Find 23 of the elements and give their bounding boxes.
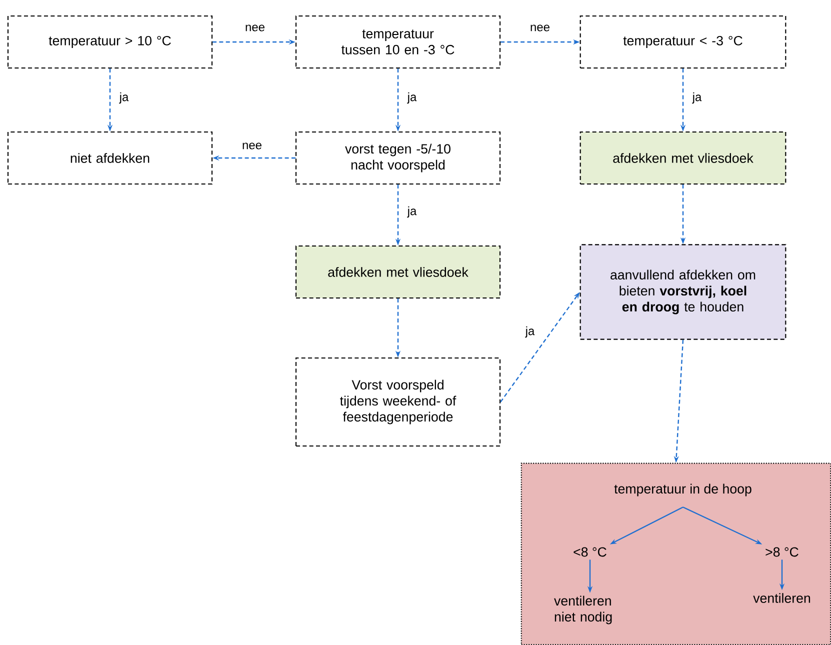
decision-box: vorst tegen -5/-10 nacht voorspeld (295, 131, 501, 185)
node-text: ventileren (753, 593, 810, 603)
decision-box: Vorst voorspeld tijdens weekend- of feestdagenperiode (295, 357, 501, 447)
decision-box: temperatuur < -3 °C (580, 15, 786, 69)
action-box: afdekken met vliesdoek (295, 245, 501, 299)
node-text: <8 °C (574, 547, 606, 557)
edge-label: ja (524, 325, 536, 339)
node-text: >8 °C (766, 547, 798, 557)
node-text: ventileren niet nodig (554, 596, 612, 624)
decision-box: temperatuur tussen 10 en -3 °C (295, 15, 501, 69)
decision-box: temperatuur > 10 °C (7, 15, 213, 69)
action-box: aanvullend afdekken om bieten vorstvrij, koel en droog te houden (580, 244, 786, 340)
edge-label: nee (240, 141, 264, 151)
panel-box (520, 462, 831, 645)
edge-label: ja (691, 91, 703, 105)
edge-label: ja (406, 205, 418, 219)
edge-label: nee (528, 23, 552, 33)
node-text: temperatuur in de hoop (614, 484, 752, 496)
edge-label: ja (118, 91, 130, 105)
edge-label: ja (406, 91, 418, 105)
decision-box: niet afdekken (7, 131, 213, 185)
action-box: afdekken met vliesdoek (580, 131, 786, 185)
edge-label: nee (244, 23, 266, 33)
